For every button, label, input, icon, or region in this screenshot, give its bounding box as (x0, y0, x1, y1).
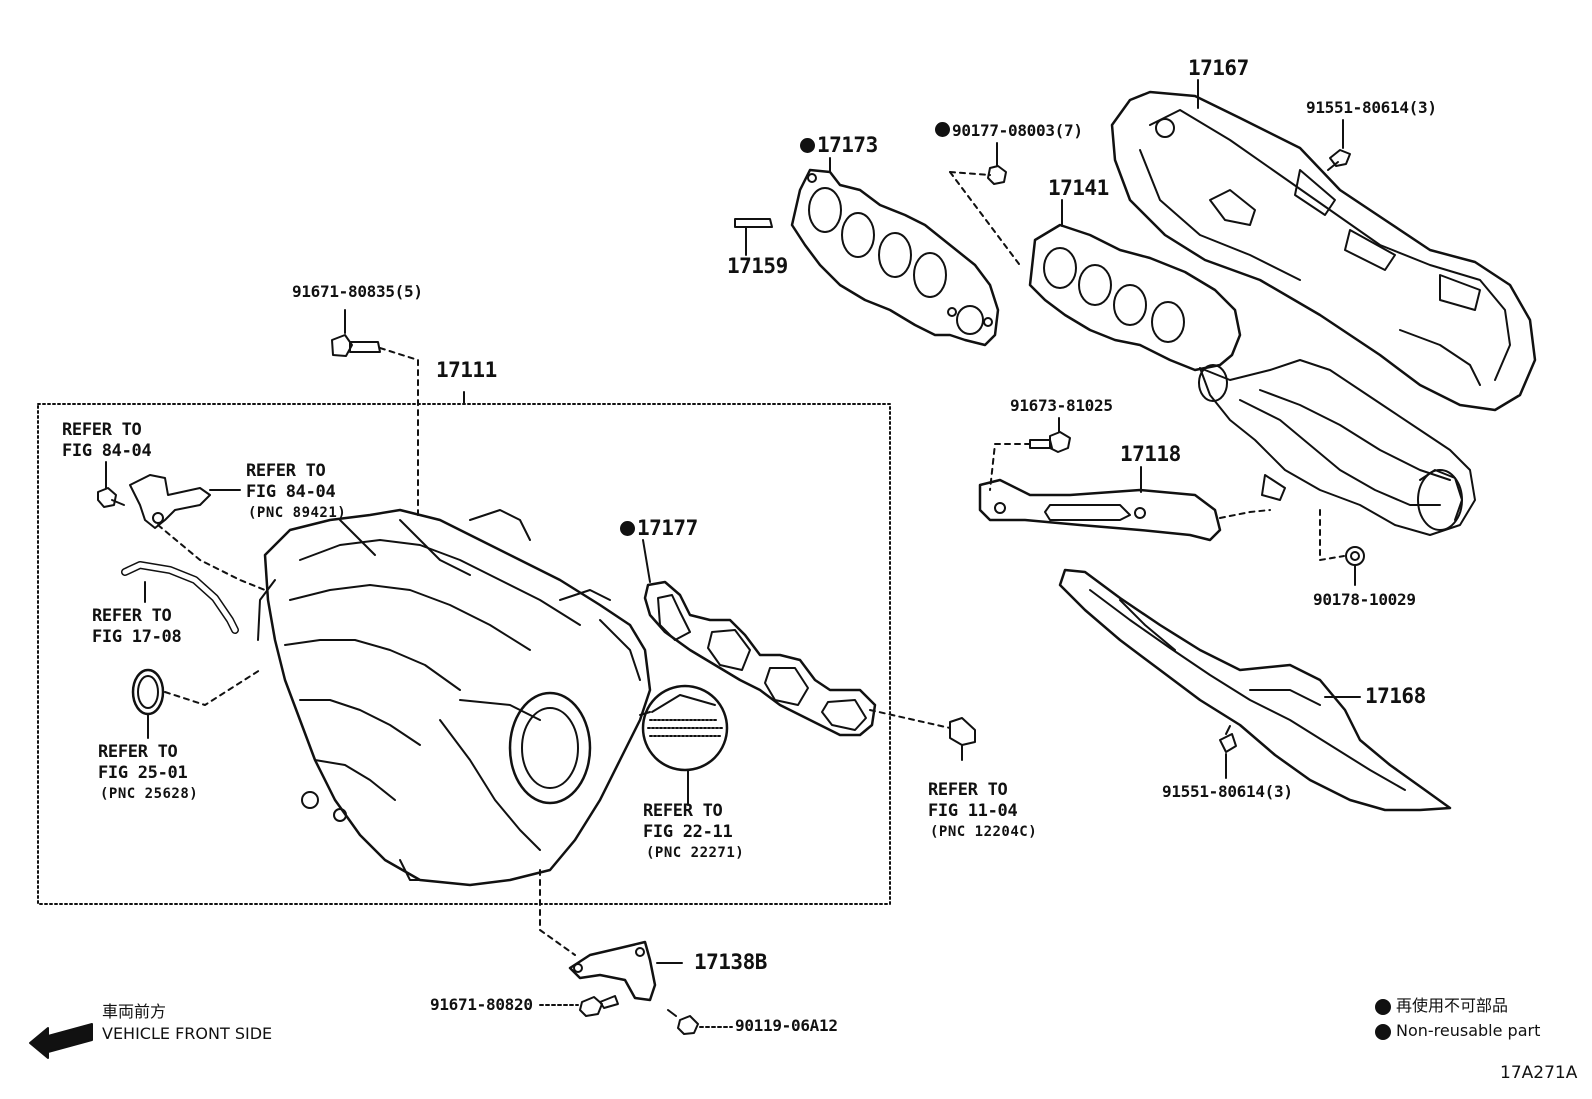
legend-jp: 再使用不可部品 (1396, 996, 1509, 1015)
refer-6-pnc: (PNC 12204C) (930, 824, 1038, 840)
heat-insulator-17168 (1058, 568, 1452, 812)
refer-6-link[interactable]: FIG 11-04 (928, 801, 1018, 821)
refer-4-link[interactable]: FIG 25-01 (98, 763, 188, 783)
stud-17159 (734, 218, 773, 256)
part-label-17141[interactable]: 17141 (1048, 176, 1109, 200)
sensor-89421 (129, 474, 266, 591)
legend-en: Non-reusable part (1396, 1021, 1541, 1040)
refer-6-line1: REFER TO (928, 780, 1008, 800)
refer-1-link[interactable]: FIG 84-04 (62, 441, 152, 461)
gasket-17173 (790, 168, 1000, 347)
front-side-jp: 車両前方 (102, 1002, 167, 1021)
bolt-91551-top (1327, 119, 1351, 171)
part-label-91671-80820[interactable]: 91671-80820 (430, 995, 533, 1014)
nut-90177 (949, 142, 1023, 269)
part-label-90177[interactable]: 90177-08003(7) (935, 122, 1083, 139)
bolt-91551-bottom (1219, 725, 1237, 779)
refer-2-link[interactable]: FIG 84-04 (246, 482, 336, 502)
diagram-code: 17A271A (1500, 1063, 1578, 1083)
part-label-17111[interactable]: 17111 (436, 358, 497, 382)
refer-5-link[interactable]: FIG 22-11 (643, 822, 733, 842)
throttle-gasket (639, 684, 729, 806)
exhaust-manifold-17141 (1028, 223, 1476, 536)
part-label-17118[interactable]: 17118 (1120, 442, 1181, 466)
refer-4-pnc: (PNC 25628) (100, 786, 199, 802)
part-label-17138b[interactable]: 17138B (694, 950, 767, 974)
refer-5-pnc: (PNC 22271) (646, 845, 745, 861)
part-label-91673[interactable]: 91673-81025 (1010, 396, 1113, 415)
legend-dot-jp (1375, 999, 1391, 1015)
intake-manifold-17111 (257, 508, 652, 887)
part-label-91551-top[interactable]: 91551-80614(3) (1306, 98, 1437, 117)
refer-4-line1: REFER TO (98, 742, 178, 762)
bolt-84-04 (97, 461, 125, 508)
refer-2-pnc: (PNC 89421) (248, 505, 347, 521)
refer-5-line1: REFER TO (643, 801, 723, 821)
part-label-91551-bottom[interactable]: 91551-80614(3) (1162, 782, 1293, 801)
refer-3-line1: REFER TO (92, 606, 172, 626)
bolt-90119 (667, 1009, 733, 1035)
hose-17-08 (121, 561, 239, 634)
refer-1-line1: REFER TO (62, 420, 142, 440)
front-arrow (29, 1023, 93, 1059)
part-label-17177[interactable]: 17177 (620, 518, 698, 539)
bolt-91671-80835 (331, 309, 419, 521)
refer-2-line1: REFER TO (246, 461, 326, 481)
bracket-17138b (539, 869, 683, 1002)
nut-90178 (1319, 509, 1365, 586)
gasket-17177 (642, 539, 877, 737)
part-label-90119[interactable]: 90119-06A12 (735, 1016, 838, 1035)
part-label-17159[interactable]: 17159 (727, 254, 788, 278)
part-label-17168[interactable]: 17168 (1365, 684, 1426, 708)
bolt-91673 (989, 417, 1071, 491)
front-side-en: VEHICLE FRONT SIDE (102, 1024, 273, 1043)
part-label-17173[interactable]: 17173 (800, 135, 878, 156)
refer-3-link[interactable]: FIG 17-08 (92, 627, 182, 647)
part-label-90178[interactable]: 90178-10029 (1313, 590, 1416, 609)
legend-dot-en (1375, 1024, 1391, 1040)
sensor-12204c (869, 709, 976, 761)
bolt-91671-80820 (539, 995, 619, 1017)
heat-insulator-17167 (1110, 90, 1537, 412)
bracket-17118 (978, 466, 1271, 542)
part-label-91671-80835[interactable]: 91671-80835(5) (292, 282, 423, 301)
part-label-17167[interactable]: 17167 (1188, 56, 1249, 80)
oring-25628 (131, 668, 261, 739)
